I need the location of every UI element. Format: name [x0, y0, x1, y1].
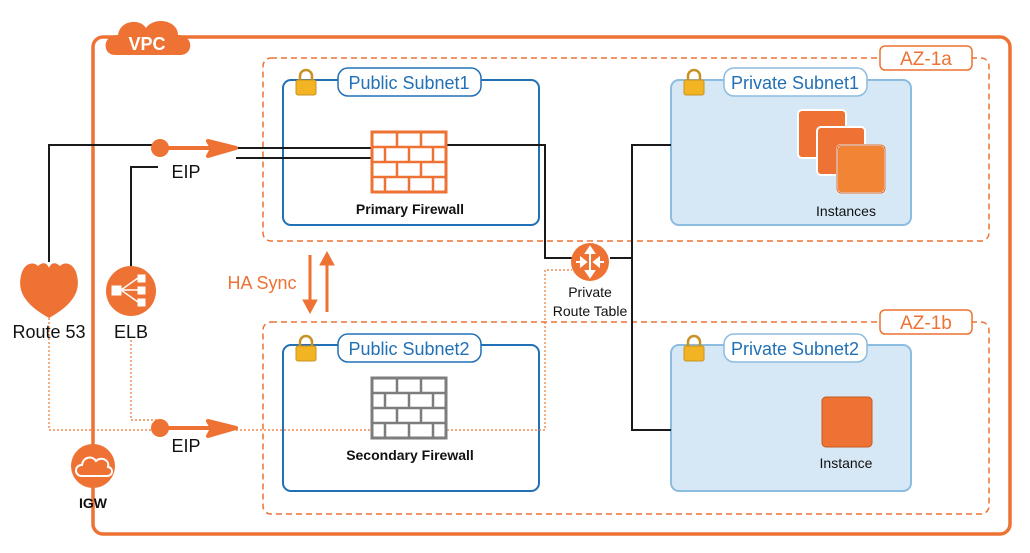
eip-top-label: EIP — [171, 162, 200, 182]
az-1b-label: AZ-1b — [900, 313, 952, 334]
primary-firewall-icon — [370, 130, 448, 194]
eip-top-icon — [151, 139, 238, 158]
primary-firewall-label: Primary Firewall — [356, 201, 464, 217]
elb-label: ELB — [114, 322, 148, 342]
az-1a-label: AZ-1a — [900, 49, 952, 70]
lock-icon — [683, 68, 705, 96]
igw-label: IGW — [79, 495, 108, 511]
secondary-firewall-label: Secondary Firewall — [346, 447, 474, 463]
az-1b-label-box — [879, 309, 973, 335]
instances-icon — [797, 109, 886, 194]
vpc-cloud-badge: VPC — [105, 20, 191, 55]
private-subnet1-label: Private Subnet1 — [731, 73, 859, 93]
ha-sync-arrows-icon — [302, 250, 335, 315]
network-links — [48, 144, 671, 431]
ha-sync-label: HA Sync — [227, 273, 296, 293]
lock-icon — [683, 334, 705, 362]
route-table-label-line2: Route Table — [553, 303, 628, 319]
public-subnet2-label: Public Subnet2 — [348, 339, 469, 359]
az-1a-label-box — [879, 45, 973, 71]
public-subnet1-label-box — [337, 67, 482, 97]
az-1a-boundary — [262, 57, 990, 242]
lock-icon — [295, 68, 317, 96]
public-subnet2-label-box — [337, 333, 482, 363]
private-subnet2-box — [670, 344, 912, 492]
standby-links — [48, 269, 572, 431]
instance-icon — [821, 396, 873, 448]
instance-label: Instance — [820, 455, 873, 471]
public-subnet1-label: Public Subnet1 — [348, 73, 469, 93]
elb-load-balancer-icon — [106, 266, 156, 316]
route53-label: Route 53 — [12, 322, 85, 342]
secondary-firewall-icon — [370, 376, 448, 440]
vpc-label: VPC — [128, 34, 165, 54]
vpc-boundary — [91, 35, 1012, 536]
igw-cloud-icon — [71, 444, 115, 488]
eip-bottom-label: EIP — [171, 436, 200, 456]
eip-bottom-icon — [151, 419, 238, 438]
route53-shield-icon — [20, 263, 78, 318]
route-table-label-line1: Private — [568, 284, 612, 300]
private-subnet2-label: Private Subnet2 — [731, 339, 859, 359]
router-icon — [571, 243, 609, 281]
private-subnet1-label-box — [723, 67, 868, 97]
az-1b-boundary — [262, 321, 990, 515]
private-subnet2-label-box — [723, 333, 868, 363]
instances-label: Instances — [816, 203, 876, 219]
lock-icon — [295, 334, 317, 362]
